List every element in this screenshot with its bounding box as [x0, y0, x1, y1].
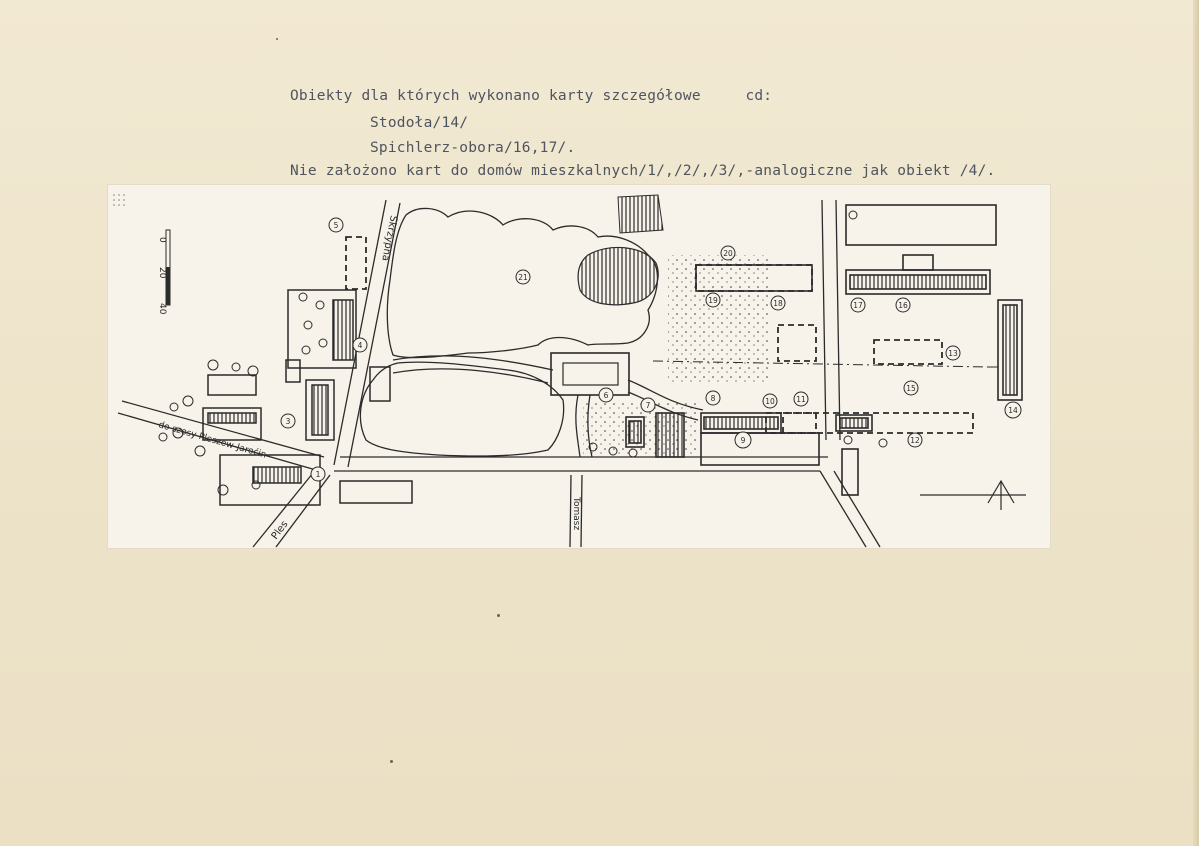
object-number-12: 12: [910, 436, 920, 445]
object-number-19: 19: [708, 296, 718, 305]
object-number-9: 9: [741, 436, 746, 445]
orchard-east: [668, 255, 768, 385]
paper-speck: [276, 38, 278, 40]
heading-line-3: Spichlerz-obora/16,17/.: [370, 140, 576, 156]
heading-line-4: Nie założono kart do domów mieszkalnych/…: [290, 163, 996, 179]
object-markers: [280, 217, 1022, 482]
object-number-11: 11: [796, 395, 806, 404]
object-number-17: 17: [853, 301, 863, 310]
north-arrow: [920, 479, 1026, 510]
trees: [158, 210, 888, 496]
site-plan-drawing: 0 20 40: [113, 194, 1026, 548]
paper-speck: [390, 760, 393, 763]
object-number-6: 6: [604, 391, 609, 400]
west-buildings: [202, 289, 413, 506]
object-number-3: 3: [286, 417, 291, 426]
axis-line: [652, 360, 989, 368]
scale-label-20: 20: [157, 267, 167, 279]
manor-house: [550, 352, 630, 396]
object-number-5: 5: [334, 221, 339, 230]
scale-bar: [165, 229, 171, 306]
sheet-edge: [1193, 0, 1199, 846]
object-number-20: 20: [723, 249, 733, 258]
heading-line-2: Stodoła/14/: [370, 115, 469, 131]
farm-buildings: [625, 204, 1023, 496]
object-number-4: 4: [358, 341, 363, 350]
object-number-15: 15: [906, 384, 916, 393]
heading-line-1: Obiekty dla których wykonano karty szcze…: [290, 88, 772, 104]
object-number-13: 13: [948, 349, 958, 358]
object-number-8: 8: [711, 394, 716, 403]
site-plan: 0 20 40: [108, 185, 1050, 548]
heading-suffix: cd:: [745, 88, 773, 104]
pond: [577, 246, 659, 306]
object-number-16: 16: [898, 301, 908, 310]
object-number-labels: 1 3 4 5 6 7 8 9 10 11 12 14 15 13 16 17 …: [286, 221, 1018, 479]
object-number-21: 21: [518, 273, 528, 282]
object-number-1: 1: [316, 470, 321, 479]
heading-title: Obiekty dla których wykonano karty szcze…: [290, 88, 701, 104]
object-number-14: 14: [1008, 406, 1018, 415]
street-label-tomaszow: Tomasz: [571, 496, 581, 530]
object-number-18: 18: [773, 299, 783, 308]
object-number-10: 10: [765, 397, 775, 406]
lower-park-outline: [359, 361, 565, 457]
object-number-7: 7: [646, 401, 651, 410]
scale-label-0: 0: [157, 237, 167, 243]
paper-speck: [497, 614, 500, 617]
hatched-plot: [617, 194, 664, 234]
scale-label-40: 40: [157, 303, 167, 315]
park-outline: [386, 207, 659, 359]
